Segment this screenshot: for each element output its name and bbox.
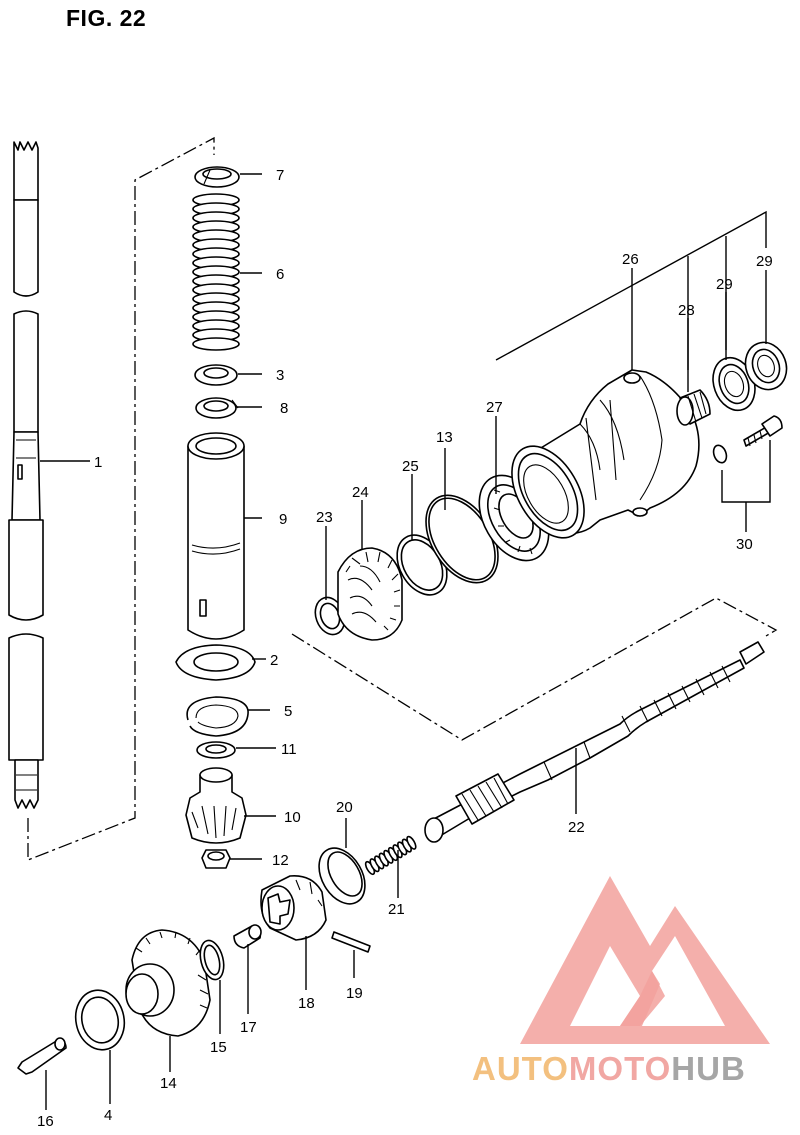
figure-title: FIG. 22: [66, 5, 147, 31]
part-4-shim: [74, 989, 126, 1051]
callout-labels: 1 2 3 4 5 6 7 8 9 10 11 12 13 14 15 16 1…: [37, 167, 773, 1130]
callout-11: 11: [281, 741, 297, 758]
part-12-nut: [201, 849, 231, 869]
part-14-bevel-gear: [125, 929, 211, 1037]
part-3-washer: [194, 364, 238, 386]
part-28-needle-bearing: [676, 389, 711, 426]
part-30-bolt-and-washer: [712, 415, 783, 464]
part-5-circlip: [186, 696, 249, 737]
callout-16: 16: [37, 1113, 54, 1130]
callout-29b: 29: [756, 253, 773, 270]
part-8-circlip: [195, 397, 239, 419]
callout-10: 10: [284, 809, 301, 826]
watermark-auto: AUTO: [472, 1050, 569, 1087]
callout-27: 27: [486, 399, 503, 416]
part-7-circlip: [194, 166, 240, 188]
callout-18: 18: [298, 995, 315, 1012]
callout-26: 26: [622, 251, 639, 268]
part-6-spring: [192, 193, 240, 351]
callout-1: 1: [94, 454, 102, 471]
leader-lines: [40, 173, 577, 1110]
callout-21: 21: [388, 901, 405, 918]
callout-14: 14: [160, 1075, 177, 1092]
watermark-text: AUTOMOTOHUB: [472, 1050, 746, 1088]
part-10-pinion-gear: [185, 767, 247, 844]
part-16-pin: [17, 1037, 67, 1075]
callout-9: 9: [279, 511, 287, 528]
callout-7: 7: [276, 167, 284, 184]
part-2-plate: [175, 644, 256, 681]
callout-23: 23: [316, 509, 333, 526]
bracket-lines-group-30: [721, 440, 771, 503]
part-26-bearing-carrier-housing: [511, 369, 700, 539]
callout-25: 25: [402, 458, 419, 475]
callout-28: 28: [678, 302, 695, 319]
callout-15: 15: [210, 1039, 227, 1056]
part-21-spring: [364, 835, 417, 876]
watermark-hub: HUB: [671, 1050, 746, 1087]
callout-6: 6: [276, 266, 284, 283]
part-9-sleeve: [187, 432, 245, 640]
part-13-o-ring: [425, 494, 499, 584]
dashed-group-bracket-left: [27, 136, 215, 861]
watermark-moto: MOTO: [568, 1050, 672, 1087]
callout-4: 4: [104, 1107, 112, 1124]
callout-3: 3: [276, 367, 284, 384]
callout-8: 8: [280, 400, 288, 417]
part-20-ring: [318, 847, 366, 905]
part-22-propeller-shaft: [424, 641, 765, 843]
callout-17: 17: [240, 1019, 257, 1036]
callout-20: 20: [336, 799, 353, 816]
automotohub-logo-watermark: [520, 876, 770, 1044]
callout-24: 24: [352, 484, 369, 501]
part-1-drive-shaft: [8, 141, 44, 809]
callout-29a: 29: [716, 276, 733, 293]
callout-12: 12: [272, 852, 289, 869]
part-17-shifter: [233, 924, 262, 949]
part-19-pin: [331, 931, 371, 953]
part-11-washer: [196, 741, 236, 759]
callout-22: 22: [568, 819, 585, 836]
callout-19: 19: [346, 985, 363, 1002]
part-18-clutch-dog: [260, 875, 327, 941]
part-24-forward-gear: [337, 547, 403, 641]
callout-5: 5: [284, 703, 292, 720]
callout-13: 13: [436, 429, 453, 446]
part-29-seal-inner: [712, 356, 756, 412]
part-29-seal-outer: [744, 341, 788, 391]
part-15-ring: [199, 939, 225, 981]
callout-2: 2: [270, 652, 278, 669]
callout-30: 30: [736, 536, 753, 553]
dashed-group-bracket-middle: [291, 597, 778, 741]
